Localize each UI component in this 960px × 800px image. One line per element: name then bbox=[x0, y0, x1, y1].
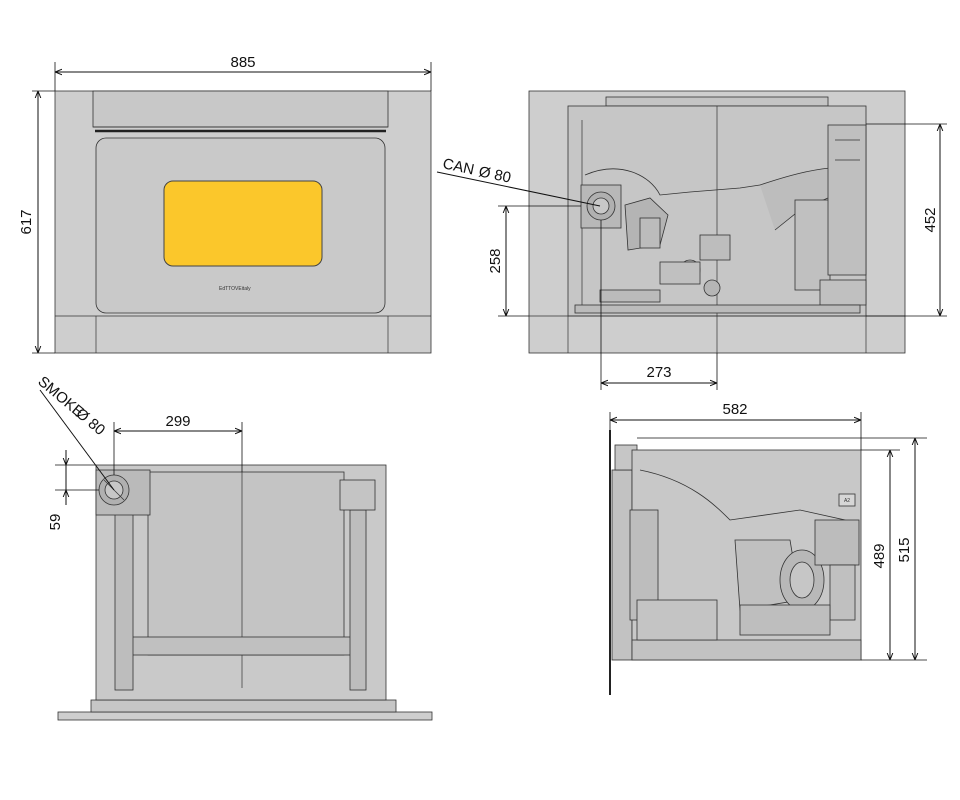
can-label: CAN bbox=[441, 155, 476, 178]
rear-view: CAN Ø 80 452 258 273 bbox=[436, 90, 947, 390]
rear-outlet-height-label: 258 bbox=[487, 248, 504, 273]
can-diameter-label: Ø 80 bbox=[477, 163, 512, 186]
smoke-diameter-label: Ø 80 bbox=[72, 405, 108, 439]
front-glass bbox=[163, 180, 323, 267]
can-leader bbox=[436, 171, 601, 207]
top-base-plate bbox=[57, 711, 433, 721]
rear-flue-pipe bbox=[827, 124, 867, 276]
top-depth-label: 59 bbox=[47, 514, 64, 531]
rear-height-label: 452 bbox=[922, 207, 939, 232]
side-inner-height-label: 489 bbox=[871, 543, 888, 568]
top-view: SMOKE Ø 80 299 59 bbox=[34, 373, 433, 721]
front-width-label: 885 bbox=[230, 54, 255, 71]
side-badge-label: A2 bbox=[844, 498, 850, 504]
side-depth-label: 582 bbox=[722, 401, 747, 418]
front-height-label: 617 bbox=[18, 209, 35, 234]
front-view: EdTTOVEitaly 885 617 bbox=[18, 54, 432, 354]
smoke-leader bbox=[39, 389, 115, 491]
side-view: A2 582 489 515 bbox=[609, 401, 927, 695]
rear-outlet-offset-label: 273 bbox=[646, 364, 671, 381]
brand-label: EdTTOVEitaly bbox=[219, 286, 251, 292]
top-offset-label: 299 bbox=[165, 413, 190, 430]
front-top-trim bbox=[92, 90, 389, 128]
side-outer-height-label: 515 bbox=[896, 537, 913, 562]
